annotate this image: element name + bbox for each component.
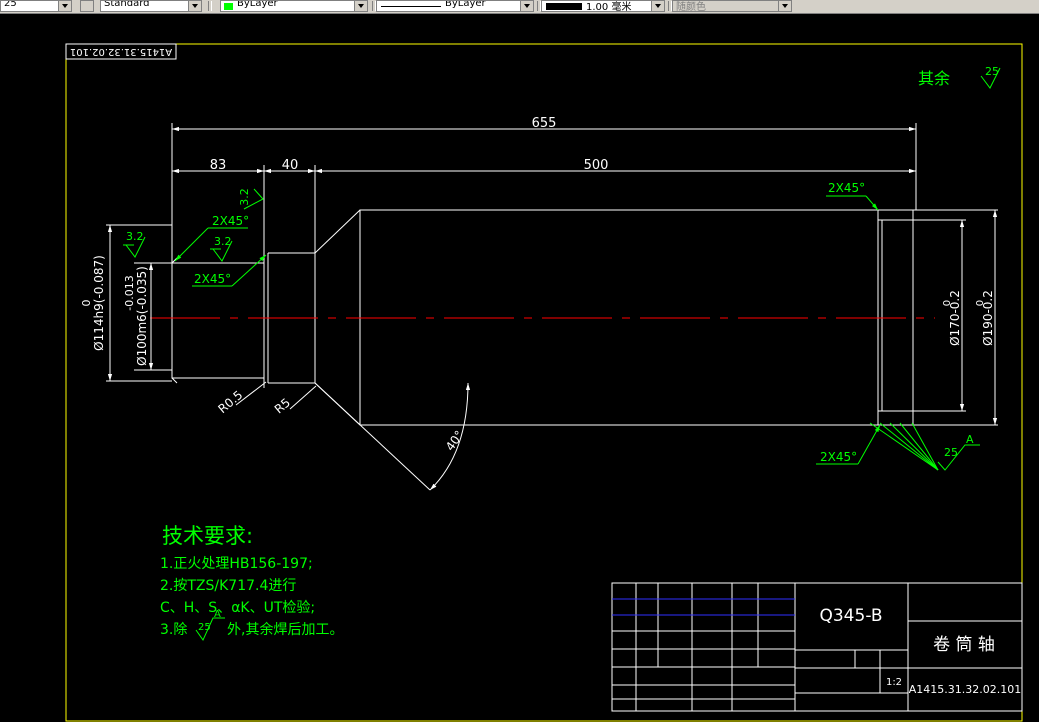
lineweight-combo-value: 1.00 毫米 xyxy=(586,2,632,12)
title-block-drawing-number: A1415.31.32.02.101 xyxy=(909,683,1022,696)
scale-combo[interactable]: 25 xyxy=(0,0,72,12)
other-surfaces-roughness: 25 xyxy=(985,65,999,78)
toolbar-separator xyxy=(208,1,212,11)
roughness-right: 25 xyxy=(944,446,958,459)
toolbar-separator xyxy=(668,1,672,11)
linetype-combo-value: ByLayer xyxy=(445,0,486,9)
properties-toolbar: 25 Standard ByLayer ByLayer 1.00 毫米 随颜色 xyxy=(0,0,1039,14)
chevron-down-icon[interactable] xyxy=(520,1,533,11)
dim-dia-190: Ø190-0.2 xyxy=(981,290,995,346)
tech-line-2: 2.按TZS/K717.4进行 xyxy=(160,578,296,594)
tech-line-4-prefix: 3.除 xyxy=(160,622,187,638)
tech-line-1: 1.正火处理HB156-197; xyxy=(160,556,313,572)
other-surfaces-label: 其余 xyxy=(918,69,950,88)
title-block-hidden-grid xyxy=(612,598,795,616)
tech-title: 技术要求: xyxy=(162,524,253,548)
color-swatch xyxy=(224,3,233,10)
dim-len-500: 500 xyxy=(584,158,609,173)
linetype-combo[interactable]: ByLayer xyxy=(376,0,534,12)
roughness-left-b: 3.2 xyxy=(214,235,232,248)
tech-line-4-suffix: 外,其余焊后加工。 xyxy=(227,621,343,638)
text-style-icon[interactable] xyxy=(80,0,94,12)
title-block xyxy=(611,582,1023,712)
roughness-left-a: 3.2 xyxy=(126,230,144,243)
chevron-down-icon[interactable] xyxy=(354,1,367,11)
chamfer-right-top: 2X45° xyxy=(828,181,865,195)
plotstyle-combo[interactable]: 随颜色 xyxy=(672,0,792,12)
tech-line-4-datum: A xyxy=(214,609,221,620)
drawing-number-box xyxy=(65,43,177,60)
lineweight-combo[interactable]: 1.00 毫米 xyxy=(541,0,665,12)
drawing-canvas[interactable]: A1415.31.32.02.101 其余 25 xyxy=(0,13,1039,722)
text-style-combo[interactable]: Standard xyxy=(100,0,202,12)
title-block-scale: 1:2 xyxy=(886,677,902,688)
lineweight-sample xyxy=(546,3,582,10)
chevron-down-icon[interactable] xyxy=(58,1,71,11)
color-combo[interactable]: ByLayer xyxy=(220,0,368,12)
dim-len-83: 83 xyxy=(210,158,227,173)
dim-overall-length: 655 xyxy=(532,116,557,131)
dim-dia-170: Ø170-0.2 xyxy=(948,290,962,346)
roughness-left-c: 3.2 xyxy=(238,188,251,206)
toolbar-separator xyxy=(537,1,541,11)
dimension-lines xyxy=(107,126,998,491)
dim-dia-100-upper: -0.013 xyxy=(123,275,136,310)
extension-lines xyxy=(106,123,998,426)
sheet-border xyxy=(65,43,1023,722)
chevron-down-icon[interactable] xyxy=(778,1,791,11)
roughness-symbol xyxy=(980,67,1001,89)
dim-len-40: 40 xyxy=(282,158,299,173)
chamfer-left-top: 2X45° xyxy=(212,214,249,228)
dim-dia-100: Ø100m6(-0.035) xyxy=(135,266,149,366)
annotation-leaders xyxy=(123,188,980,471)
drawing-number-rotated: A1415.31.32.02.101 xyxy=(70,46,172,57)
linetype-sample xyxy=(381,6,441,7)
title-block-material: Q345-B xyxy=(819,606,882,626)
chevron-down-icon[interactable] xyxy=(188,1,201,11)
chamfer-left-inner: 2X45° xyxy=(194,272,231,286)
toolbar-separator xyxy=(372,1,376,11)
dim-angle: 40° xyxy=(443,428,467,453)
tech-line-4-rough: 25 xyxy=(198,622,211,633)
dim-dia-114-upper: 0 xyxy=(80,300,93,307)
dim-dia-170-upper: 0 xyxy=(942,300,953,306)
scale-combo-value: 25 xyxy=(4,0,17,9)
dim-dia-114: Ø114h9(-0.087) xyxy=(92,255,106,351)
chamfer-right-bottom: 2X45° xyxy=(820,450,857,464)
dim-radius-large: R5 xyxy=(272,395,293,416)
title-block-part-name: 卷 筒 轴 xyxy=(933,635,995,655)
dim-dia-190-upper: 0 xyxy=(975,300,986,306)
roughness-symbol xyxy=(195,617,225,642)
tech-line-3: C、H、S、αK、UT检验; xyxy=(160,600,315,616)
roughness-right-datum: A xyxy=(966,433,974,446)
plotstyle-combo-value: 随颜色 xyxy=(676,2,706,12)
color-combo-value: ByLayer xyxy=(237,0,278,9)
text-style-value: Standard xyxy=(104,0,150,9)
chevron-down-icon[interactable] xyxy=(651,1,664,11)
dim-radius-small: R0.5 xyxy=(215,388,245,416)
